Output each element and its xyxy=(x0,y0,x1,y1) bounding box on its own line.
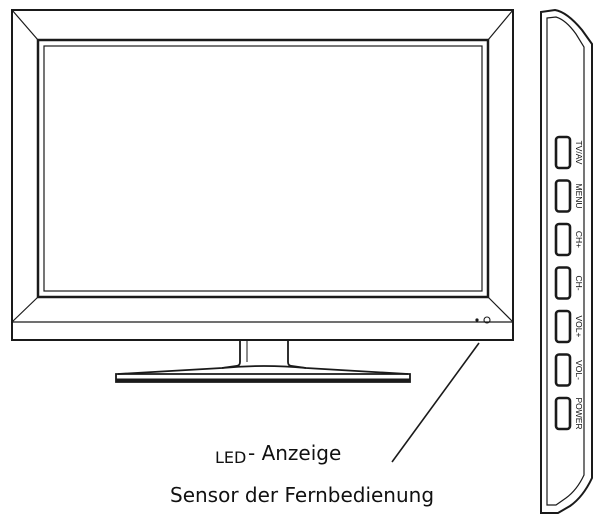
led-anzeige-label: - Anzeige xyxy=(248,441,341,465)
tv-bevel-bottom-right xyxy=(487,296,514,323)
side-inner-outline xyxy=(546,16,585,506)
side-button-ch-[interactable] xyxy=(554,222,572,257)
tv-screen xyxy=(43,45,483,292)
stand-neck xyxy=(221,340,307,369)
side-button-panel: TV/AV MENU CH+ CH- VOL+ VOL- POWER xyxy=(554,135,584,431)
side-button-vol-[interactable] xyxy=(554,353,572,387)
tv-side-view xyxy=(540,8,593,514)
side-button-label: VOL- xyxy=(574,360,584,380)
side-button-label: CH- xyxy=(574,275,584,290)
led-prefix-label: LED xyxy=(215,448,246,467)
tv-front-view xyxy=(11,9,514,341)
ir-sensor-icon xyxy=(483,316,491,324)
tv-stand xyxy=(115,340,411,383)
side-outer-outline xyxy=(540,8,593,514)
side-button-label: TV/AV xyxy=(574,141,584,165)
tv-inner-frame xyxy=(36,38,490,299)
callout-pointer-line xyxy=(391,342,480,463)
sensor-label: Sensor der Fernbedienung xyxy=(170,483,434,507)
side-button-label: CH+ xyxy=(574,231,584,248)
stand-base-top xyxy=(117,365,409,375)
side-button-label: MENU xyxy=(574,183,584,208)
side-button-label: POWER xyxy=(574,397,584,429)
side-button-ch-[interactable] xyxy=(554,266,572,300)
side-button-tv-av[interactable] xyxy=(554,135,572,170)
tv-outer-bezel xyxy=(11,9,514,341)
side-button-power[interactable] xyxy=(554,396,572,431)
tv-bevel-top-right xyxy=(487,9,514,41)
side-button-menu[interactable] xyxy=(554,179,572,213)
tv-bevel-top-left xyxy=(11,9,39,41)
side-button-vol-[interactable] xyxy=(554,309,572,344)
tv-bevel-bottom-left xyxy=(11,296,39,323)
side-button-label: VOL+ xyxy=(574,316,584,338)
led-indicator-icon xyxy=(475,318,479,322)
